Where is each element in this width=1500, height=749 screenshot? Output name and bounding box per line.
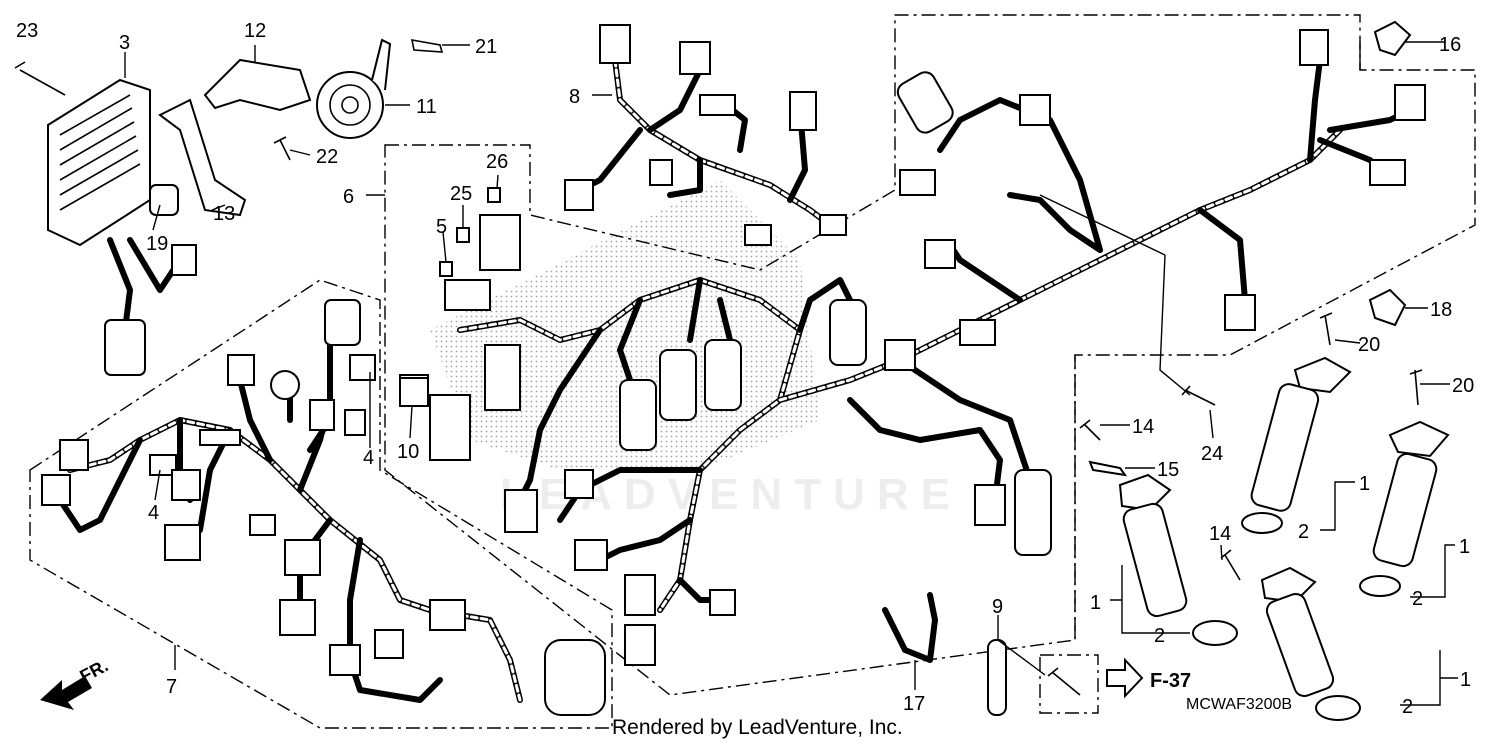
ignition-coil-d — [1260, 566, 1361, 721]
bolt-20b — [1409, 369, 1423, 406]
harness-8 — [564, 24, 847, 246]
front-arrow-icon — [40, 676, 92, 710]
callout-20-lower: 20 — [1452, 375, 1474, 397]
callout-26: 26 — [486, 151, 508, 173]
relay-10 — [399, 377, 429, 407]
callout-14-upper: 14 — [1132, 416, 1154, 438]
bolt-24 — [1181, 385, 1216, 406]
callout-25: 25 — [450, 183, 472, 205]
reference-arrow — [1106, 657, 1144, 699]
callout-6: 6 — [343, 186, 354, 208]
callout-9: 9 — [992, 596, 1003, 618]
callout-1-d: 1 — [1460, 669, 1471, 691]
bolt-14b — [1220, 549, 1241, 581]
callout-22: 22 — [316, 146, 338, 168]
fuse-5 — [439, 261, 453, 277]
ignition-coil-c — [1118, 473, 1238, 646]
callout-11: 11 — [416, 96, 437, 118]
callout-3: 3 — [119, 32, 130, 54]
callout-4-lower: 4 — [148, 502, 159, 524]
callout-24: 24 — [1201, 443, 1223, 465]
callout-21: 21 — [475, 36, 497, 58]
callout-17: 17 — [903, 693, 925, 715]
callout-labels: 23 3 12 21 11 22 13 19 8 26 6 25 5 10 4 … — [16, 20, 1474, 718]
group-outline-sub-harness — [29, 279, 613, 729]
fuse-26 — [487, 187, 501, 203]
bolt-in-box — [1047, 667, 1081, 696]
bolt-21 — [410, 39, 444, 53]
ignition-coil-a — [1241, 356, 1352, 534]
clip-18 — [1368, 288, 1407, 327]
wire-17 — [882, 592, 938, 663]
callout-8: 8 — [569, 86, 580, 108]
callout-5: 5 — [436, 216, 447, 238]
bracket-13 — [158, 98, 247, 217]
reference-label: F-37 — [1150, 670, 1191, 692]
callout-23: 23 — [16, 20, 38, 42]
clip-16 — [1373, 20, 1412, 57]
diagram-code: MCWAF3200B — [1186, 696, 1293, 713]
callout-7: 7 — [166, 676, 177, 698]
group-outline-main-harness — [384, 14, 1476, 696]
callout-13: 13 — [213, 203, 235, 225]
leader-lines — [124, 41, 1458, 706]
callout-1-a: 1 — [1359, 473, 1370, 495]
callout-14-lower: 14 — [1209, 523, 1231, 545]
callout-4-upper: 4 — [363, 447, 374, 469]
callout-2-b: 2 — [1412, 588, 1423, 610]
callout-2-c: 2 — [1154, 625, 1165, 647]
clip-19 — [149, 184, 179, 216]
callout-2-a: 2 — [1298, 521, 1309, 543]
callout-2-d: 2 — [1402, 696, 1413, 718]
reference-box — [1039, 654, 1099, 714]
callout-1-c: 1 — [1090, 592, 1101, 614]
callout-18: 18 — [1430, 299, 1452, 321]
callout-10: 10 — [397, 441, 419, 463]
terminal-15 — [1088, 460, 1128, 477]
callout-16: 16 — [1439, 34, 1461, 56]
footer-credit: Rendered by LeadVenture, Inc. — [612, 716, 903, 739]
fuse-25 — [456, 227, 470, 243]
callout-12: 12 — [244, 20, 266, 42]
callout-19: 19 — [146, 233, 168, 255]
main-harness-6 — [399, 29, 1426, 666]
bolt-20a — [1319, 312, 1333, 346]
horn-11 — [316, 38, 392, 139]
bolt-22 — [273, 136, 291, 161]
bracket-12 — [203, 58, 312, 112]
ignition-coil-b — [1359, 420, 1450, 597]
callout-20-upper: 20 — [1358, 334, 1380, 356]
regulator-rectifier — [47, 78, 197, 376]
callout-15: 15 — [1157, 459, 1179, 481]
band-9 — [987, 639, 1007, 716]
sub-harness-7 — [41, 299, 606, 716]
bolt-14a — [1079, 419, 1101, 441]
bolt-23 — [14, 61, 66, 96]
callout-1-b: 1 — [1459, 536, 1470, 558]
relay-4 — [349, 354, 376, 381]
